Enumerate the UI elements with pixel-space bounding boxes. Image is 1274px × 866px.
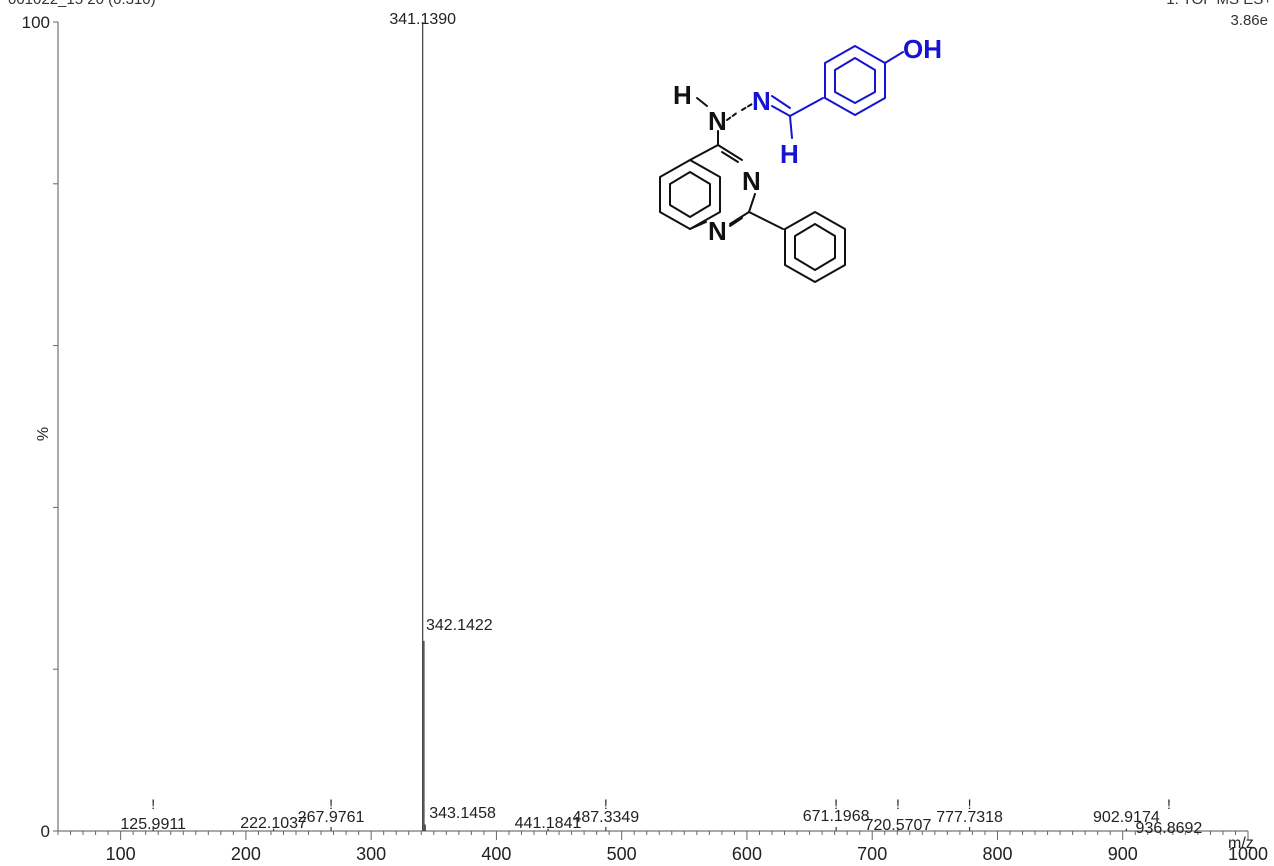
peak-marker: ! — [968, 796, 972, 812]
x-tick-label: 400 — [481, 844, 511, 864]
intensity-label: 3.86e — [1230, 12, 1268, 29]
n1-atom-label: N — [708, 216, 727, 246]
y-tick-label: 0 — [41, 822, 50, 841]
hydroxyphenyl-ring — [824, 45, 904, 116]
x-tick-label: 200 — [231, 844, 261, 864]
hydrazone-linker — [696, 95, 824, 146]
x-tick-label: 500 — [607, 844, 637, 864]
peak-label: 222.1037 — [240, 815, 307, 832]
peak-marker: ! — [896, 796, 900, 812]
chemical-structure: OH H N N H N N — [659, 34, 942, 283]
n-nh-atom-label: N — [708, 106, 727, 136]
peak-label: 777.7318 — [936, 809, 1003, 826]
peak-marker: ! — [604, 796, 608, 812]
x-tick-label: 1000 — [1228, 844, 1268, 864]
x-axis-label: m/z — [1228, 835, 1254, 852]
spectrum-id-label: 001022_15 20 (0.310) — [8, 0, 156, 8]
pyrimidine-ring — [689, 144, 756, 230]
peak-label: 671.1968 — [803, 808, 870, 825]
h-ch-atom-label: H — [780, 139, 799, 169]
y-tick-label: 100 — [22, 13, 50, 32]
x-tick-label: 600 — [732, 844, 762, 864]
peak-label: 125.9911 — [120, 816, 186, 833]
axes-group: 100 200 300 400 500 600 700 800 900 1000 0 100 — [22, 13, 1268, 864]
n-imine-atom-label: N — [752, 86, 771, 116]
peak-label: 720.5707 — [865, 817, 932, 834]
n3-atom-label: N — [742, 166, 761, 196]
peak-label: 487.3349 — [572, 809, 639, 826]
peak-label: 936.8692 — [1136, 820, 1203, 837]
peak-label: 343.1458 — [429, 805, 496, 822]
x-tick-label: 100 — [106, 844, 136, 864]
peak-marker: ! — [834, 796, 838, 812]
peak-marker: ! — [329, 796, 333, 812]
peak-label: 267.9761 — [298, 809, 365, 826]
peak-label: 441.1841 — [515, 815, 582, 832]
h-nh-atom-label: H — [673, 80, 692, 110]
y-axis-label: % — [35, 427, 52, 441]
oh-atom-label: OH — [903, 34, 942, 64]
peaks-group: !!!!!!! — [151, 22, 1171, 831]
scan-mode-label: 1: TOF MS ES+ — [1166, 0, 1272, 8]
peak-label: 902.9174 — [1093, 809, 1160, 826]
peak-label: 342.1422 — [426, 617, 493, 634]
x-tick-label: 800 — [982, 844, 1012, 864]
x-tick-label: 700 — [857, 844, 887, 864]
x-tick-label: 300 — [356, 844, 386, 864]
peak-label: 341.1390 — [389, 11, 456, 28]
peak-marker: ! — [151, 796, 155, 812]
x-tick-label: 900 — [1108, 844, 1138, 864]
peak-marker: ! — [1167, 796, 1171, 812]
phenyl-ring — [748, 211, 846, 283]
